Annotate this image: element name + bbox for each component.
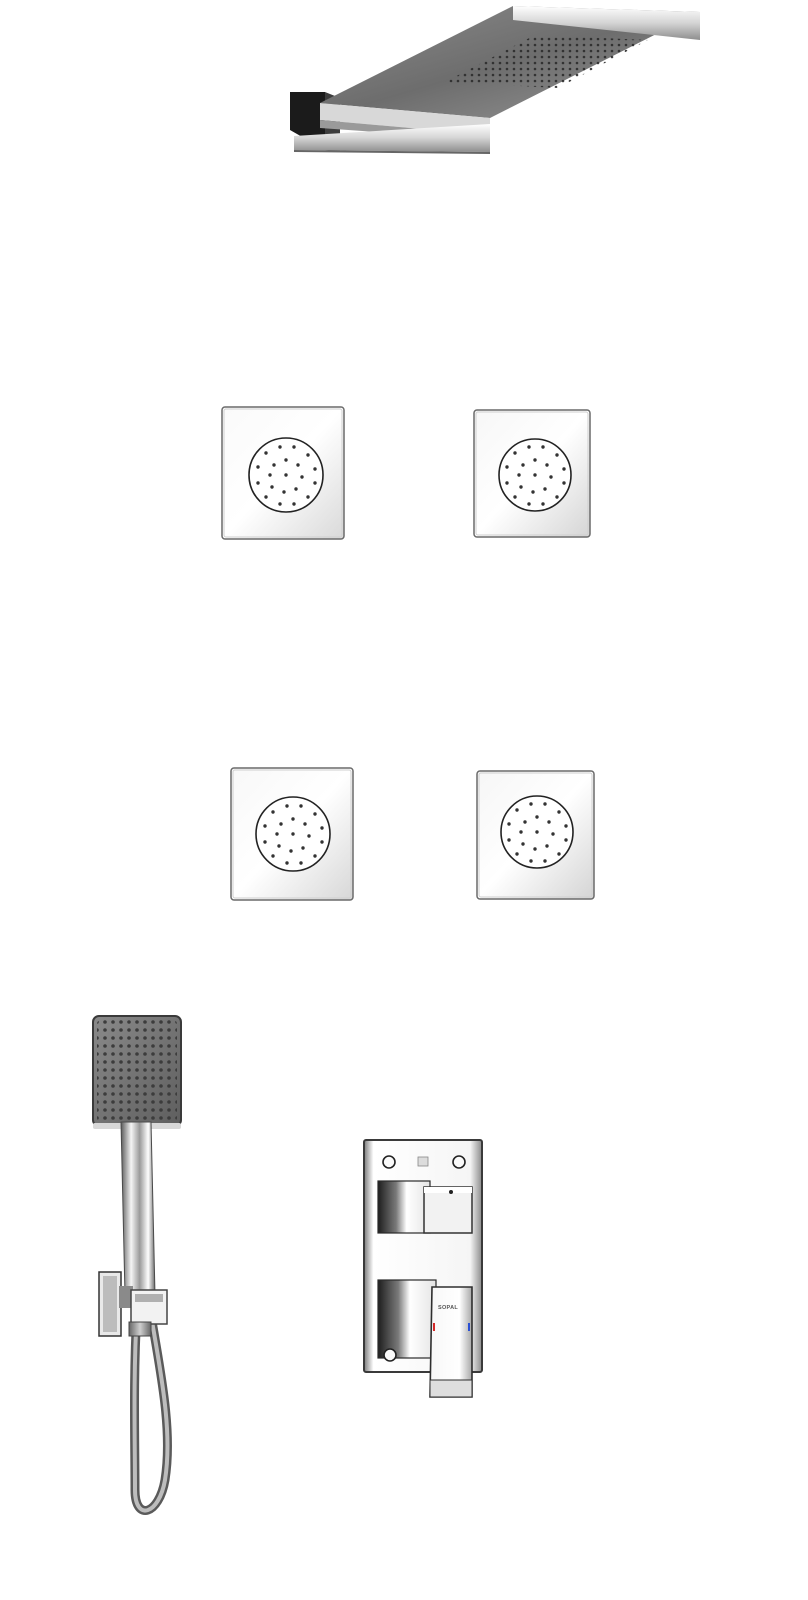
brand-label: SOPAL	[438, 1305, 458, 1311]
body-jet-top-left	[220, 405, 348, 542]
body-jet-bottom-left	[229, 766, 357, 904]
hand-shower	[85, 1010, 195, 1530]
diverter-mixer: SOPAL	[358, 1135, 488, 1405]
rain-shower-head	[280, 0, 710, 160]
body-jet-top-right	[472, 408, 592, 540]
body-jet-bottom-right	[475, 769, 597, 902]
